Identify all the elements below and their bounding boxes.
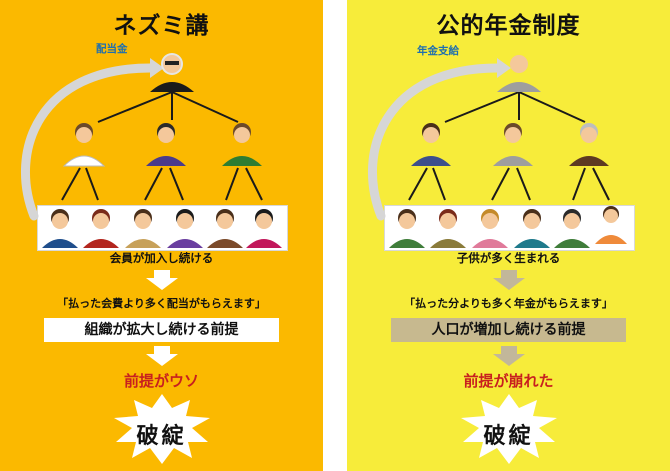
- member-strip: [37, 205, 288, 251]
- level-arrows-2: [408, 167, 610, 201]
- level-arrows-1: [444, 91, 586, 123]
- down-arrow: [493, 346, 525, 366]
- return-arrow: [21, 63, 155, 221]
- return-arrowhead: [497, 58, 511, 78]
- member-person-icon: [389, 206, 627, 248]
- return-tag: 配当金: [96, 43, 128, 55]
- pension-panel: 公的年金制度: [347, 0, 670, 471]
- panel-title: 公的年金制度: [436, 13, 581, 39]
- mid-person-icon: [411, 123, 609, 166]
- promise-quote: 「払った分よりも多く年金がもらえます」: [404, 297, 613, 310]
- return-arrowhead: [150, 58, 164, 78]
- hierarchy-diagram: [368, 55, 627, 464]
- down-arrow: [493, 270, 525, 290]
- hierarchy-diagram: [21, 53, 282, 464]
- collapse-label: 破綻: [136, 424, 187, 449]
- member-strip: [384, 205, 635, 251]
- verdict-label: 前提がウソ: [123, 372, 199, 390]
- growth-caption: 会員が加入し続ける: [109, 251, 214, 265]
- growth-caption: 子供が多く生まれる: [456, 251, 561, 265]
- explosion-icon: [461, 394, 557, 464]
- promise-quote: 「払った会費より多く配当がもらえます」: [57, 297, 266, 310]
- level-arrows-1: [97, 91, 239, 123]
- premise-box: 人口が増加し続ける前提: [391, 318, 626, 342]
- premise-box: 組織が拡大し続ける前提: [44, 318, 279, 342]
- explosion-icon: [114, 394, 210, 464]
- top-person-icon: [150, 53, 194, 92]
- collapse-label: 破綻: [483, 424, 534, 449]
- down-arrow: [146, 346, 178, 366]
- down-arrow: [146, 270, 178, 290]
- ponzi-panel: ネズミ講: [0, 0, 323, 471]
- top-person-icon: [497, 55, 541, 92]
- return-arrow: [368, 63, 502, 221]
- mid-person-icon: [62, 123, 262, 167]
- verdict-label: 前提が崩れた: [463, 372, 554, 390]
- panel-title: ネズミ講: [113, 13, 210, 39]
- member-person-icon: [42, 209, 282, 248]
- level-arrows-2: [61, 167, 263, 201]
- return-tag: 年金支給: [417, 45, 459, 57]
